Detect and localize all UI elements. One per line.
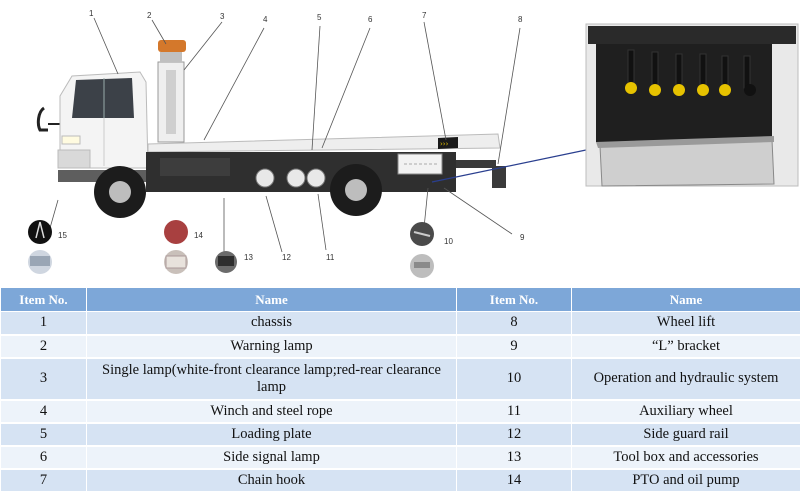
parts-table: Item No. Name Item No. Name 1 chassis 8 …	[0, 287, 800, 493]
item-name: Winch and steel rope	[86, 399, 457, 424]
callout-6: 6	[368, 15, 373, 24]
callout-13: 13	[244, 253, 253, 262]
item-name: Wheel lift	[571, 311, 800, 336]
item-name: PTO and oil pump	[571, 468, 800, 493]
item-name: Chain hook	[86, 468, 457, 493]
item-name: Loading plate	[86, 422, 457, 447]
header-name-right: Name	[571, 287, 800, 312]
table-header-row: Item No. Name Item No. Name	[0, 287, 800, 312]
item-no: 1	[0, 311, 87, 336]
item-name: Warning lamp	[86, 334, 457, 359]
callout-15: 15	[58, 231, 67, 240]
callout-1: 1	[89, 9, 94, 18]
table-row: 5 Loading plate 12 Side guard rail	[0, 422, 800, 447]
item-no: 13	[456, 445, 572, 470]
callout-14: 14	[194, 231, 203, 240]
table-row: 2 Warning lamp 9 “L” bracket	[0, 334, 800, 359]
callout-3: 3	[220, 12, 225, 21]
callout-4: 4	[263, 15, 268, 24]
callout-7: 7	[422, 11, 427, 20]
table-row: 4 Winch and steel rope 11 Auxiliary whee…	[0, 399, 800, 424]
item-name: Single lamp(white-front clearance lamp;r…	[86, 357, 457, 401]
table-row: 3 Single lamp(white-front clearance lamp…	[0, 357, 800, 401]
item-no: 3	[0, 357, 87, 401]
item-no: 2	[0, 334, 87, 359]
item-no: 10	[456, 357, 572, 401]
operation-panel-inset	[585, 23, 799, 187]
table-row: 7 Chain hook 14 PTO and oil pump	[0, 468, 800, 493]
item-name: “L” bracket	[571, 334, 800, 359]
item-no: 7	[0, 468, 87, 493]
callout-2: 2	[147, 11, 152, 20]
item-name: Side signal lamp	[86, 445, 457, 470]
callout-5: 5	[317, 13, 322, 22]
callout-numbers: 1 2 3 4 5 6 7 8 9 10 11 12 13 14 15	[58, 9, 525, 262]
table-row: 1 chassis 8 Wheel lift	[0, 311, 800, 336]
item-name: Auxiliary wheel	[571, 399, 800, 424]
item-name: Operation and hydraulic system	[571, 357, 800, 401]
item-no: 4	[0, 399, 87, 424]
item-no: 12	[456, 422, 572, 447]
header-item-no-right: Item No.	[456, 287, 572, 312]
callout-11: 11	[326, 253, 335, 262]
callout-9: 9	[520, 233, 525, 242]
item-no: 6	[0, 445, 87, 470]
header-item-no-left: Item No.	[0, 287, 87, 312]
item-name: Tool box and accessories	[571, 445, 800, 470]
header-name-left: Name	[86, 287, 457, 312]
svg-text:›››: ›››	[440, 140, 449, 148]
table-row: 6 Side signal lamp 13 Tool box and acces…	[0, 445, 800, 470]
callout-12: 12	[282, 253, 291, 262]
item-no: 9	[456, 334, 572, 359]
item-no: 8	[456, 311, 572, 336]
item-no: 5	[0, 422, 87, 447]
callout-lines	[49, 17, 587, 253]
item-no: 14	[456, 468, 572, 493]
tow-truck-illustration: ›››	[36, 40, 506, 218]
item-no: 11	[456, 399, 572, 424]
callout-8: 8	[518, 15, 523, 24]
item-name: chassis	[86, 311, 457, 336]
part-thumbnails	[28, 220, 434, 278]
callout-10: 10	[444, 237, 453, 246]
item-name: Side guard rail	[571, 422, 800, 447]
truck-diagram: ››› 1 2	[28, 9, 799, 278]
